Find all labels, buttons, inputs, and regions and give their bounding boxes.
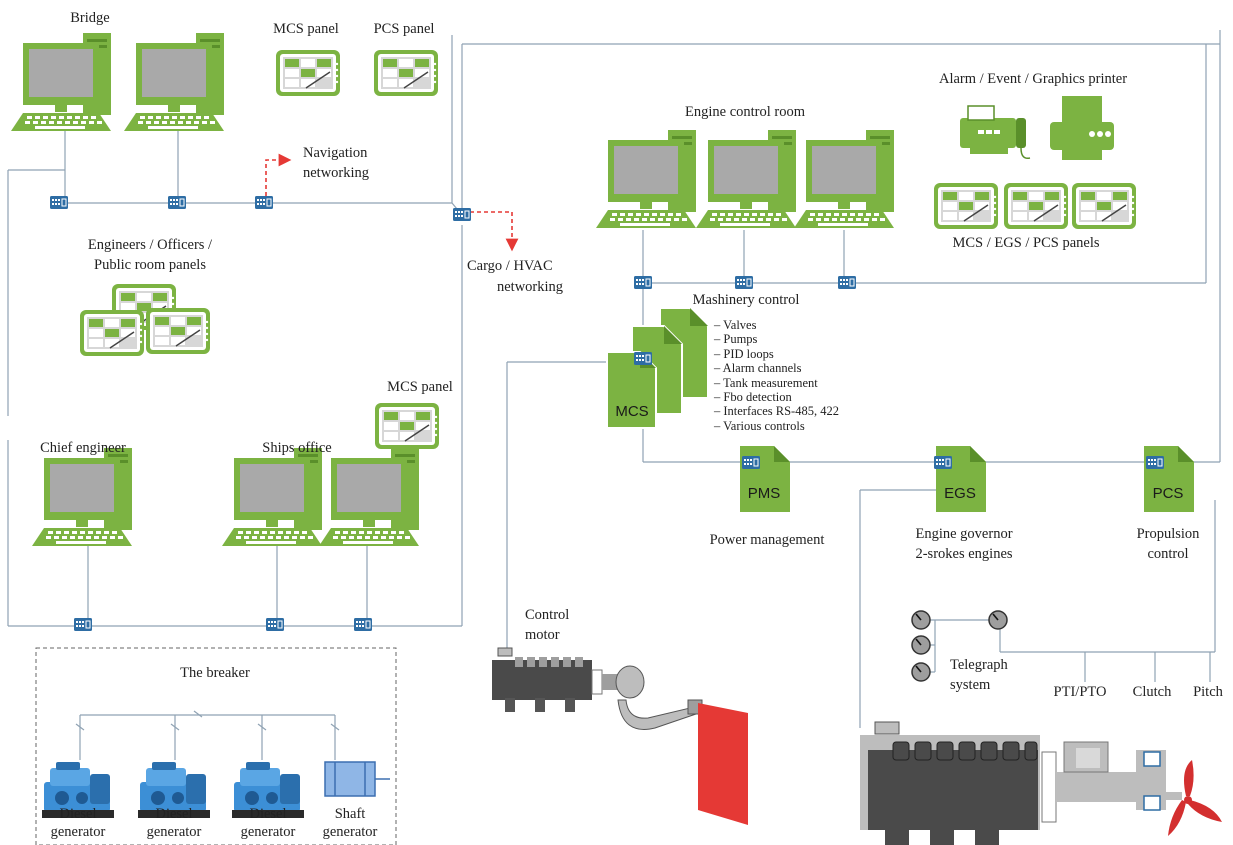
list-item: – Pumps	[714, 332, 758, 347]
label-pcs-panel-top: PCS panel	[373, 21, 435, 37]
telegraph-dial-icon	[988, 610, 1008, 630]
label-generator-2a: Diesel	[155, 806, 193, 822]
switch-icon	[49, 195, 69, 210]
switch-icon	[353, 617, 373, 632]
label-the-breaker: The breaker	[180, 665, 250, 681]
list-item: – Interfaces RS-485, 422	[714, 404, 839, 419]
label-engine-control-room: Engine control room	[684, 104, 806, 120]
propeller	[1168, 760, 1222, 836]
list-item: – Alarm channels	[714, 361, 802, 376]
telegraph-dial-icon	[911, 610, 931, 630]
ecr-panel-mcs	[933, 182, 999, 230]
label-engineers-panels-2: Public room panels	[94, 257, 206, 273]
switch-icon	[1145, 455, 1165, 470]
label-power-management: Power management	[709, 532, 825, 548]
breaker-box	[35, 647, 397, 845]
switch-icon	[741, 455, 761, 470]
switch-icon	[837, 275, 857, 290]
main-engine	[860, 721, 1182, 845]
ships-office-pc-1	[222, 448, 322, 546]
switch-icon	[265, 617, 285, 632]
ecr-pc-2	[696, 130, 796, 228]
switch-icon	[73, 617, 93, 632]
pms-box-label: PMS	[747, 485, 781, 502]
machinery-features-list: – Valves – Pumps – PID loops – Alarm cha…	[714, 318, 839, 433]
label-generator-2b: generator	[146, 824, 202, 840]
switch-icon	[734, 275, 754, 290]
label-pti-pto: PTI/PTO	[1053, 684, 1107, 700]
mcs-panel-bridge	[275, 49, 341, 97]
rudder	[698, 703, 748, 825]
ships-office-pc-2	[319, 448, 419, 546]
label-generator-4a: Shaft	[334, 806, 366, 822]
engineers-panel-2	[79, 309, 145, 357]
pms-controller	[740, 446, 790, 512]
switch-icon	[633, 275, 653, 290]
ecr-pc-3	[794, 130, 894, 228]
label-cargo-networking-2: networking	[497, 279, 564, 295]
label-mcs-egs-pcs-panels: MCS / EGS / PCS panels	[952, 235, 1100, 251]
pcs-controller	[1144, 446, 1194, 512]
ecr-panel-egs	[1003, 182, 1069, 230]
label-navigation-networking-2: networking	[303, 165, 370, 181]
label-ships-office: Ships office	[262, 440, 332, 456]
switch-icon	[933, 455, 953, 470]
label-mcs-panel-top: MCS panel	[273, 21, 339, 37]
graphics-printer-icon	[1050, 96, 1114, 160]
label-propulsion-control-1: Propulsion	[1136, 526, 1200, 542]
telegraph-dial-icon	[911, 635, 931, 655]
egs-box-label: EGS	[944, 485, 976, 502]
bridge-pc-2	[124, 33, 224, 131]
label-machinery-control: Mashinery control	[692, 292, 800, 308]
engineers-panel-3	[145, 307, 211, 355]
label-generator-1a: Diesel	[59, 806, 97, 822]
machinery-docs	[606, 307, 709, 429]
label-cargo-networking-1: Cargo / HVAC	[467, 258, 553, 274]
switch-icon	[633, 351, 653, 366]
fax-printer-icon	[960, 105, 1031, 160]
switch-icon	[452, 207, 472, 222]
switch-icon	[254, 195, 274, 210]
telegraph-dial-icon	[911, 662, 931, 682]
label-engine-governor-1: Engine governor	[915, 526, 1013, 542]
control-motor-engine	[492, 647, 703, 730]
mcs-panel-office	[374, 402, 440, 450]
list-item: – Tank measurement	[714, 375, 818, 390]
label-alarm-printer: Alarm / Event / Graphics printer	[938, 71, 1128, 87]
list-item: – Valves	[714, 318, 757, 332]
pcs-box-label: PCS	[1152, 485, 1184, 502]
mcs-box-label: MCS	[615, 403, 649, 420]
list-item: – PID loops	[714, 346, 774, 361]
label-telegraph-2: system	[950, 677, 991, 693]
list-item: – Various controls	[714, 418, 805, 433]
pcs-panel-bridge	[373, 49, 439, 97]
label-engineers-panels-1: Engineers / Officers /	[87, 237, 213, 253]
label-generator-3a: Diesel	[249, 806, 287, 822]
label-chief-engineer: Chief engineer	[40, 440, 126, 456]
label-pitch: Pitch	[1193, 684, 1223, 700]
label-generator-3b: generator	[240, 824, 296, 840]
label-engine-governor-2: 2-srokes engines	[915, 546, 1013, 562]
label-bridge: Bridge	[70, 10, 110, 26]
ecr-pc-1	[596, 130, 696, 228]
chief-engineer-pc	[32, 448, 132, 546]
label-clutch: Clutch	[1132, 684, 1172, 700]
label-generator-1b: generator	[50, 824, 106, 840]
label-navigation-networking-1: Navigation	[303, 145, 368, 161]
label-control-motor-1: Control	[525, 607, 570, 623]
label-propulsion-control-2: control	[1147, 546, 1189, 562]
label-telegraph-1: Telegraph	[950, 657, 1008, 673]
label-mcs-panel-mid: MCS panel	[387, 379, 453, 395]
label-generator-4b: generator	[322, 824, 378, 840]
label-control-motor-2: motor	[525, 627, 560, 643]
egs-controller	[936, 446, 986, 512]
shaft-generator-icon	[324, 761, 390, 797]
list-item: – Fbo detection	[714, 390, 792, 405]
bridge-pc-1	[11, 33, 111, 131]
ecr-panel-pcs	[1071, 182, 1137, 230]
switch-icon	[167, 195, 187, 210]
